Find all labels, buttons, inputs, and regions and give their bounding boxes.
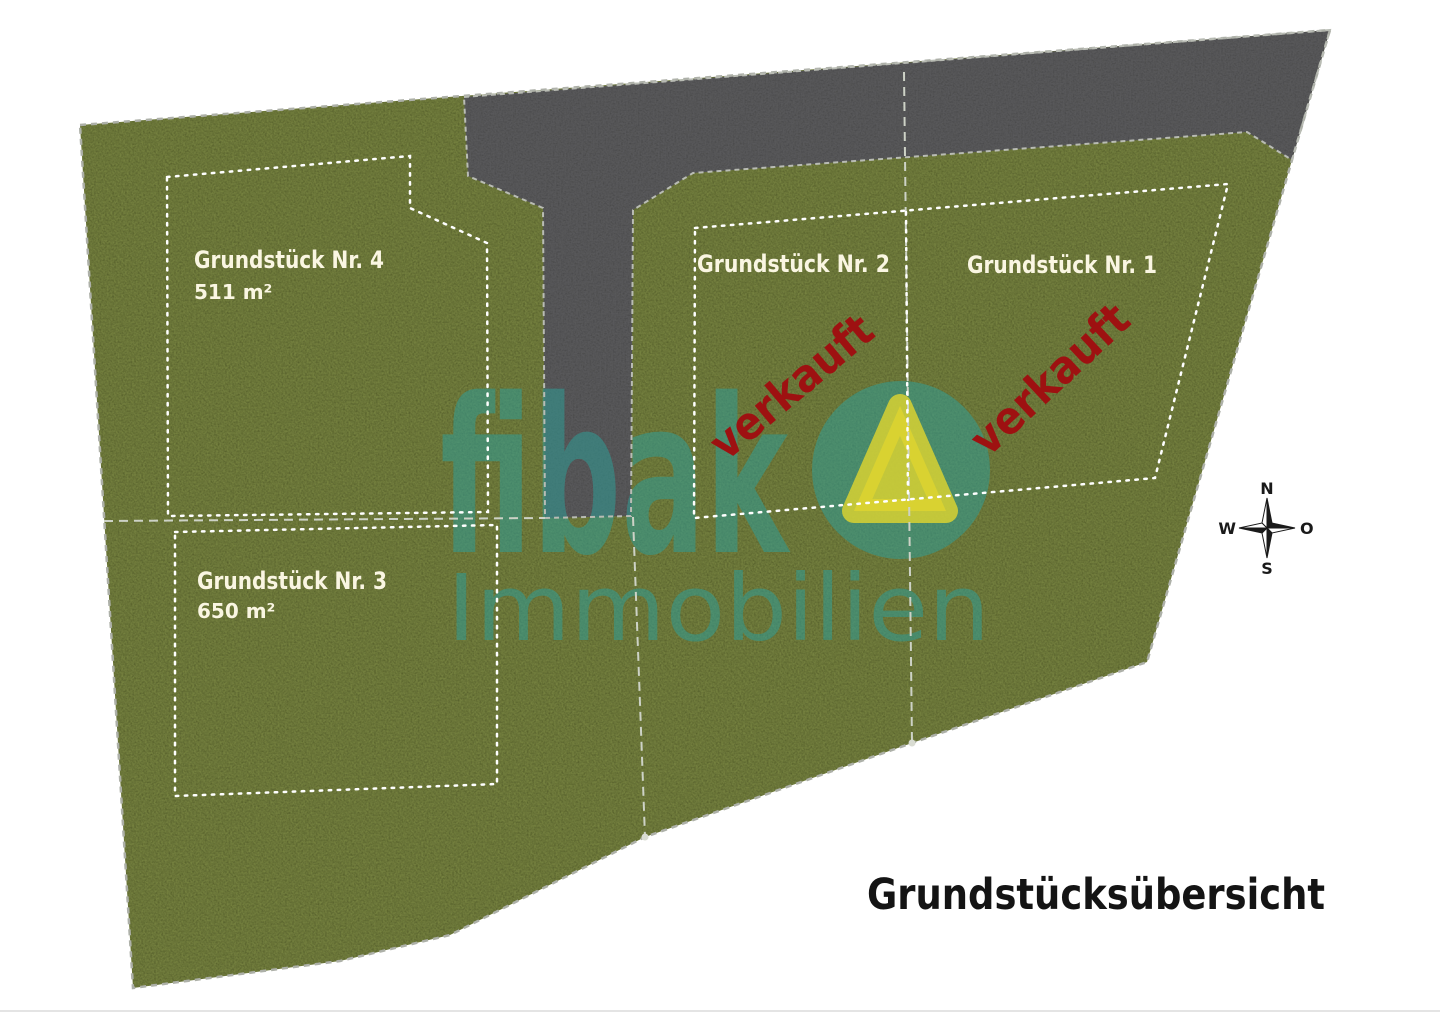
plot-4-area: 511 m²	[194, 280, 272, 304]
plot-boundaries	[165, 154, 1230, 798]
plot-3-label: Grundstück Nr. 3	[197, 567, 387, 595]
page-title: Grundstücksübersicht	[867, 870, 1325, 920]
compass-rose-icon: N O S W	[1218, 479, 1313, 578]
plot-3-boundary	[173, 523, 499, 798]
boundary-node	[641, 833, 649, 841]
compass-south-label: S	[1261, 559, 1273, 578]
plot-3-area: 650 m²	[197, 599, 275, 623]
parcel-divider-west	[103, 517, 546, 522]
plot-2-label: Grundstück Nr. 2	[697, 250, 890, 278]
plot-1-label: Grundstück Nr. 1	[967, 251, 1157, 279]
parcel-divider-east	[903, 71, 913, 744]
watermark-word-text: Immobilien	[447, 555, 990, 662]
watermark-brand-text: fibak	[440, 352, 791, 603]
site-terrain	[80, 30, 1330, 988]
access-road	[464, 30, 1330, 518]
road-boundary-line	[462, 28, 1332, 520]
boundary-node	[908, 739, 916, 747]
compass-east-label: O	[1300, 519, 1314, 538]
parcel-divider-middle	[632, 516, 646, 838]
watermark-logo-triangle-icon	[842, 394, 958, 523]
plot-1-2-outer-boundary	[692, 182, 1230, 520]
watermark-logo: fibak Immobilien	[440, 352, 990, 662]
plot-4-label: Grundstück Nr. 4	[194, 246, 384, 274]
compass-north-label: N	[1260, 479, 1273, 498]
plot-4-boundary	[165, 154, 490, 518]
plot-1-2-divider	[904, 210, 910, 502]
compass-west-label: W	[1218, 519, 1236, 538]
